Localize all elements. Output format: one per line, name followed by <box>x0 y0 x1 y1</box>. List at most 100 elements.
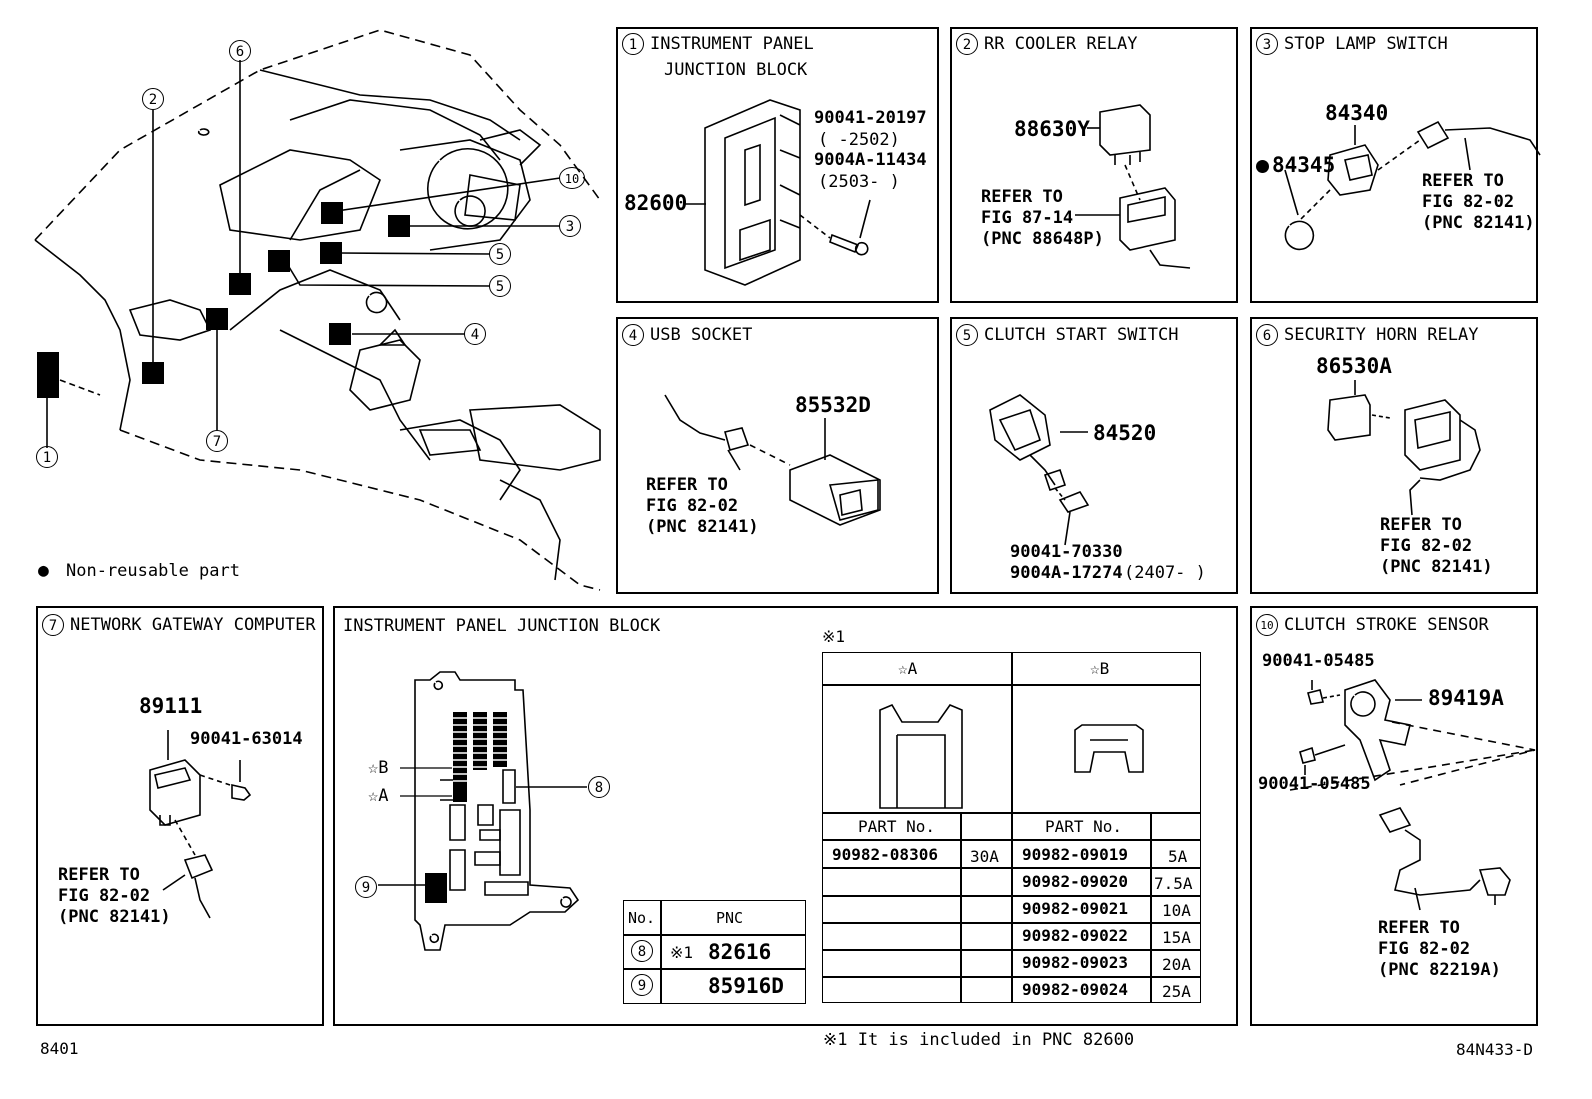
refer-note-10: REFER TO FIG 82-02 (PNC 82219A) <box>1378 918 1501 980</box>
part-84345: 84345 <box>1272 153 1336 177</box>
fuse-a-amp-1: 30A <box>970 847 999 866</box>
callout-1: 1 <box>36 446 58 468</box>
fuse-b-part-3: 90982-09021 <box>1022 899 1128 918</box>
fuse-b-amp-3: 10A <box>1162 901 1191 920</box>
fuse-b-amp-1: 5A <box>1168 847 1188 866</box>
fuse-b-part-2: 90982-09020 <box>1022 872 1128 891</box>
note-mark: ※1 <box>822 627 846 646</box>
part-90041-63014: 90041-63014 <box>190 729 303 749</box>
fuse-a-part-header: PART No. <box>858 817 936 836</box>
fuse-col-b: ☆B <box>1090 659 1110 678</box>
fuse-a-list: PART No. 90982-08306 30A <box>822 812 1011 1003</box>
junction-title: INSTRUMENT PANEL JUNCTION BLOCK <box>343 616 661 636</box>
panel-2-title-text: RR COOLER RELAY <box>984 34 1138 54</box>
panel-10-number: 10 <box>1256 614 1278 636</box>
fuse-b-part-1: 90982-09019 <box>1022 845 1128 864</box>
panel-rr-cooler-relay <box>950 27 1238 303</box>
refer-note-2: REFER TO FIG 87-14 (PNC 88648P) <box>981 187 1104 249</box>
panel-instrument-panel-junction-block <box>616 27 939 303</box>
part-85532d: 85532D <box>795 393 871 417</box>
pnc-header-pnc: PNC <box>716 909 744 927</box>
footer-illustration-id: 84N433-D <box>1456 1040 1534 1059</box>
fuse-b-amp-2: 7.5A <box>1154 874 1193 893</box>
fuse-b-amp-6: 25A <box>1162 982 1191 1001</box>
star-b-label: ☆B <box>368 758 389 778</box>
panel-1-title-line2: JUNCTION BLOCK <box>664 60 808 80</box>
panel-1-title: 1 INSTRUMENT PANEL <box>622 33 814 55</box>
panel-10-title: 10 CLUTCH STROKE SENSOR <box>1256 614 1489 636</box>
panel-clutch-start-switch <box>950 317 1238 594</box>
panel-6-title: 6 SECURITY HORN RELAY <box>1256 324 1478 346</box>
panel-6-number: 6 <box>1256 324 1278 346</box>
star-a-label: ☆A <box>368 786 389 806</box>
refer-note-4: REFER TO FIG 82-02 (PNC 82141) <box>646 475 759 537</box>
legend-text: Non-reusable part <box>66 561 240 581</box>
footer-note: ※1 It is included in PNC 82600 <box>823 1030 1135 1050</box>
fuse-col-a: ☆A <box>898 659 918 678</box>
part-89111: 89111 <box>139 694 203 718</box>
panel-10-title-text: CLUTCH STROKE SENSOR <box>1284 615 1489 635</box>
callout-2: 2 <box>142 88 164 110</box>
panel-clutch-stroke-sensor <box>1250 606 1538 1026</box>
panel-1-title-line1: INSTRUMENT PANEL <box>650 34 814 54</box>
panel-instrument-panel-junction-block-detail <box>333 606 1238 1026</box>
panel-usb-socket <box>616 317 939 594</box>
part-89419a: 89419A <box>1428 686 1504 710</box>
panel-security-horn-relay <box>1250 317 1538 594</box>
panel-5-title: 5 CLUTCH START SWITCH <box>956 324 1178 346</box>
pnc-row-2-no: 9 <box>631 974 653 996</box>
pnc-row-1-pnc: 82616 <box>708 940 772 964</box>
part-86530a: 86530A <box>1316 354 1392 378</box>
fuse-table-divider <box>1011 652 1013 1003</box>
part-9004a-11434-range: (2503- ) <box>818 172 900 192</box>
callout-8: 8 <box>588 776 610 798</box>
fuse-b-part-6: 90982-09024 <box>1022 980 1128 999</box>
panel-stop-lamp-switch <box>1250 27 1538 303</box>
part-88630y: 88630Y <box>1014 117 1090 141</box>
footer-figure-number: 8401 <box>40 1039 79 1058</box>
callout-10: 10 <box>559 167 585 189</box>
fuse-table-header-line <box>822 684 1201 686</box>
callout-9: 9 <box>355 876 377 898</box>
fuse-b-part-5: 90982-09023 <box>1022 953 1128 972</box>
pnc-table: No. PNC 8 ※1 82616 9 85916D <box>623 900 806 1004</box>
panel-4-title-text: USB SOCKET <box>650 325 753 345</box>
callout-4: 4 <box>464 323 486 345</box>
callout-5b: 5 <box>489 275 511 297</box>
fuse-b-part-header: PART No. <box>1045 817 1123 836</box>
part-84520: 84520 <box>1093 421 1157 445</box>
panel-5-title-text: CLUTCH START SWITCH <box>984 325 1179 345</box>
part-84340: 84340 <box>1325 101 1389 125</box>
panel-5-number: 5 <box>956 324 978 346</box>
panel-6-title-text: SECURITY HORN RELAY <box>1284 325 1479 345</box>
fuse-b-amp-4: 15A <box>1162 928 1191 947</box>
callout-3: 3 <box>559 215 581 237</box>
panel-network-gateway-computer <box>36 606 324 1026</box>
fuse-b-list: PART No. 90982-09019 5A 90982-09020 7.5A… <box>1012 812 1201 1003</box>
panel-7-number: 7 <box>42 614 64 636</box>
refer-note-6: REFER TO FIG 82-02 (PNC 82141) <box>1380 515 1493 577</box>
panel-2-number: 2 <box>956 33 978 55</box>
pnc-header-no: No. <box>628 909 656 927</box>
part-9004a-11434: 9004A-11434 <box>814 150 927 170</box>
part-90041-05485-bottom: 90041-05485 <box>1258 774 1371 794</box>
fuse-b-amp-5: 20A <box>1162 955 1191 974</box>
panel-4-title: 4 USB SOCKET <box>622 324 752 346</box>
pnc-row-1-no: 8 <box>631 940 653 962</box>
panel-4-number: 4 <box>622 324 644 346</box>
part-90041-05485-top: 90041-05485 <box>1262 651 1375 671</box>
pnc-row-1-mark: ※1 <box>670 943 694 962</box>
refer-note-7: REFER TO FIG 82-02 (PNC 82141) <box>58 865 171 927</box>
callout-6: 6 <box>229 40 251 62</box>
legend-dot: ● <box>38 560 49 581</box>
fuse-a-part-1: 90982-08306 <box>832 845 938 864</box>
callout-7: 7 <box>206 430 228 452</box>
fuse-b-part-4: 90982-09022 <box>1022 926 1128 945</box>
panel-3-title-text: STOP LAMP SWITCH <box>1284 34 1448 54</box>
part-90041-70330: 90041-70330 <box>1010 542 1123 562</box>
panel-1-number: 1 <box>622 33 644 55</box>
refer-note-3: REFER TO FIG 82-02 (PNC 82141) <box>1422 171 1535 233</box>
